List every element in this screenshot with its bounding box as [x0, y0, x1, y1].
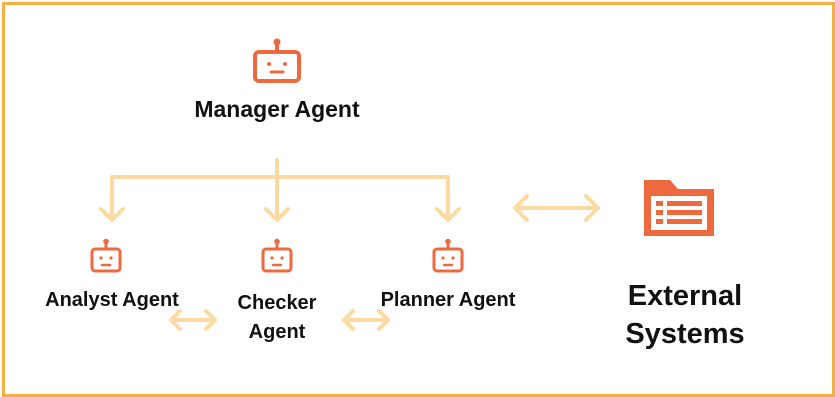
manager-agent-label: Manager Agent [194, 96, 360, 122]
planner-agent-label: Planner Agent [380, 289, 516, 311]
robot-icon [432, 238, 464, 273]
robot-icon [253, 38, 301, 83]
robot-icon [261, 238, 293, 273]
robot-icon [90, 238, 122, 273]
external-systems-label: External Systems [625, 280, 745, 350]
arrow-to-analyst [99, 175, 125, 222]
bidirectional-arrow-analyst-checker [169, 309, 217, 331]
arrow-to-planner [435, 175, 461, 222]
bidirectional-arrow-checker-planner [342, 309, 390, 331]
analyst-agent-label: Analyst Agent [45, 289, 179, 311]
bidirectional-arrow-external [513, 194, 600, 222]
folder-list-icon [644, 180, 714, 236]
checker-agent-label: Checker Agent [237, 292, 317, 343]
arrow-to-checker [264, 175, 290, 222]
